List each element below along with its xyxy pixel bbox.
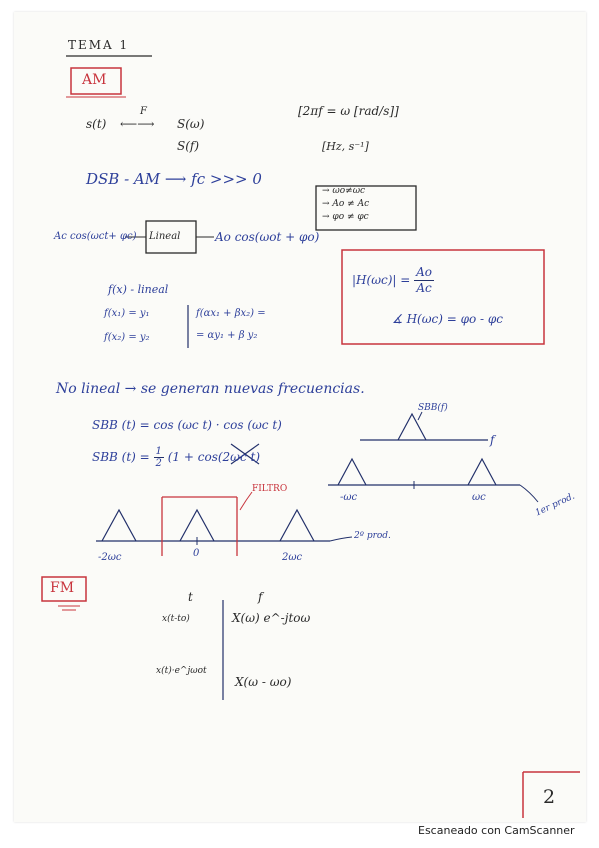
transfer-numerator: Ao	[414, 265, 435, 281]
nonlinear-sentence: No lineal → se generan nuevas frecuencia…	[56, 381, 365, 397]
fourier-arrow: ⟵⟶	[120, 117, 155, 131]
linear-eq1: f(x₁) = y₁	[104, 308, 150, 319]
system-output: Ao cos(ωot + φo)	[215, 230, 320, 244]
linear-title: f(x) - lineal	[108, 283, 169, 296]
filter-tick-neg: -2ωc	[98, 552, 122, 563]
fm-row1-right: X(ω) e^-jtoω	[232, 611, 311, 625]
system-input: Ac cos(ωct+ φc)	[54, 231, 137, 242]
condition-2: → Ao ≠ Ac	[322, 199, 370, 209]
camscanner-watermark: Escaneado con CamScanner	[418, 824, 575, 837]
sbb-eq2-numerator: 1	[153, 446, 164, 458]
dsb-am-line: DSB - AM ⟶ fc >>> 0	[86, 170, 262, 188]
system-block-label: Lineal	[149, 231, 181, 242]
condition-3: → φo ≠ φc	[322, 212, 369, 222]
fourier-units: [Hz, s⁻¹]	[322, 140, 369, 153]
fourier-left: s(t)	[86, 117, 107, 131]
sbb-eq2-denominator: 2	[155, 458, 162, 469]
filter-label: FILTRO	[252, 484, 288, 494]
spectrum-label: SBB(f)	[418, 403, 448, 413]
filter-tick-zero: 0	[193, 548, 200, 559]
conditions-box	[315, 185, 417, 231]
transfer-phase: ∡ H(ωc) = φo - φc	[392, 312, 504, 326]
fourier-relation: [2πf = ω [rad/s]]	[298, 104, 399, 118]
notebook-paper	[14, 12, 586, 822]
fourier-right-w: S(ω)	[177, 117, 205, 131]
sbb-eq2-end: t)	[246, 450, 261, 464]
fm-box	[41, 576, 87, 602]
fm-col-f: f	[258, 590, 263, 604]
sbb-eq2-crossed: 2ωc	[222, 450, 247, 464]
transfer-magnitude: |H(ωc)| = Ao Ac	[352, 265, 435, 296]
filter-tick-pos: 2ωc	[282, 552, 303, 563]
fm-row1-left: x(t-to)	[162, 614, 190, 624]
linear-eq3: f(αx₁ + βx₂) =	[196, 308, 266, 319]
linear-eq2: f(x₂) = y₂	[104, 332, 150, 343]
sbb-eq2-lhs: SBB (t) =	[92, 450, 154, 464]
sbb-eq2-mid: (1 + cos(	[167, 450, 223, 464]
fourier-right-f: S(f)	[177, 139, 200, 153]
transfer-magnitude-lhs: |H(ωc)| =	[352, 273, 411, 287]
transfer-denominator: Ac	[416, 281, 432, 295]
spectrum-axis-label: f	[490, 433, 495, 447]
section-fm-label: FM	[50, 580, 75, 596]
linear-eq4: = αy₁ + β y₂	[196, 330, 258, 341]
fm-row2-right: X(ω - ωo)	[235, 675, 292, 689]
page-title: TEMA 1	[68, 38, 130, 52]
am-box	[70, 67, 122, 95]
transfer-fraction: Ao Ac	[414, 265, 435, 296]
fourier-arrow-label: F	[140, 106, 147, 117]
page-number: 2	[543, 786, 556, 808]
spectrum-tick-pos: ωc	[472, 492, 486, 503]
fm-col-t: t	[188, 590, 193, 604]
second-product-note: 2º prod.	[354, 531, 391, 541]
spectrum-tick-neg: -ωc	[340, 492, 358, 503]
fm-row2-left: x(t)·e^jωot	[156, 666, 207, 676]
transfer-box	[341, 249, 545, 345]
condition-1: → ωo≠ωc	[322, 186, 366, 196]
sbb-eq1: SBB (t) = cos (ωc t) · cos (ωc t)	[92, 418, 282, 432]
section-am-label: AM	[82, 72, 107, 88]
